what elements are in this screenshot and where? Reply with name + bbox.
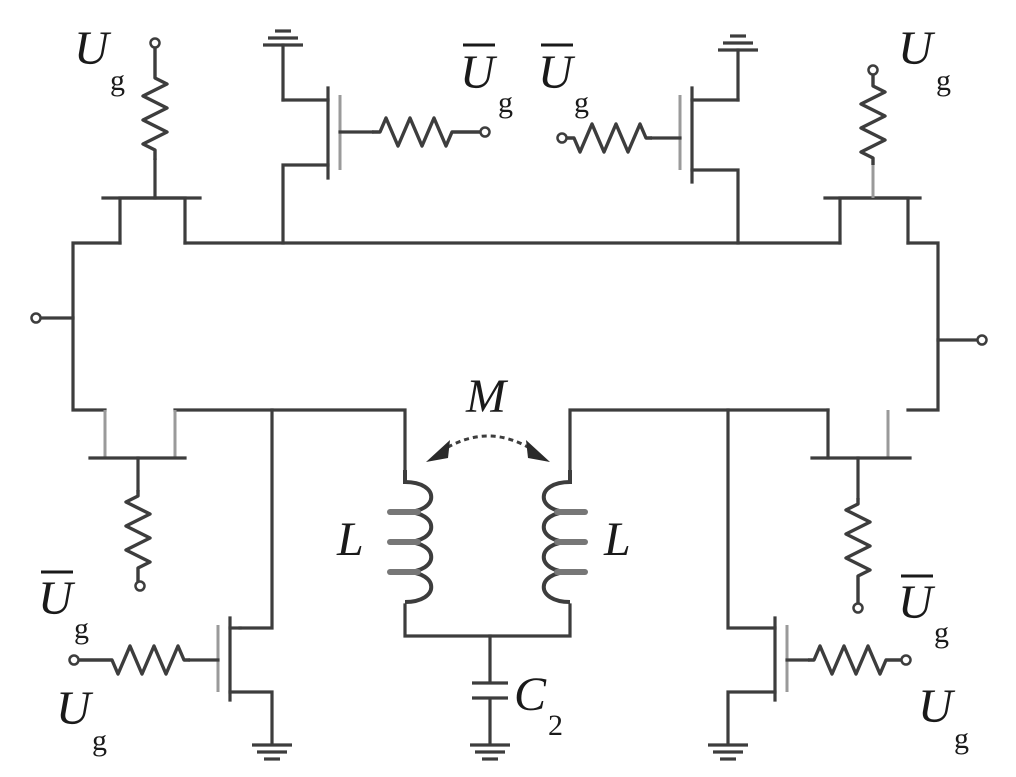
label-ug-top-right: U: [898, 22, 936, 75]
bottom-left-transmission-gate: [88, 410, 187, 592]
ug-terminal-bottom-right[interactable]: [900, 654, 912, 666]
ug-bar-terminal-bottom-left[interactable]: [134, 580, 146, 592]
label-ug-bar-bottom-right: U: [898, 576, 936, 629]
label-ug-bar-bottom-left: U: [38, 572, 76, 625]
label-ug-bar-sub: g: [574, 86, 589, 119]
ug-terminal-top-right[interactable]: [867, 64, 879, 76]
top-right-fet: [556, 34, 758, 245]
label-ug-bottom-right: U: [918, 680, 956, 733]
label-ug-bar-sub: g: [498, 86, 513, 119]
output-terminal[interactable]: [976, 334, 988, 346]
capacitor-c2: [470, 681, 510, 761]
input-terminal[interactable]: [30, 312, 42, 324]
ground-icon: [718, 34, 758, 52]
label-capacitor-sub: 2: [548, 709, 563, 742]
label-inductor-right: L: [603, 513, 631, 566]
label-ug-sub: g: [92, 724, 107, 757]
label-ug-bottom-left: U: [56, 682, 94, 735]
ground-icon: [470, 743, 510, 761]
right-inductor: [541, 470, 588, 604]
top-right-transmission-gate: [823, 64, 922, 245]
ug-bar-terminal-top-left[interactable]: [479, 126, 491, 138]
label-ug-bar-sub: g: [74, 612, 89, 645]
ug-terminal-top-left[interactable]: [149, 37, 161, 49]
bottom-right-fet: [708, 616, 912, 761]
label-ug-bar-top-left: U: [460, 46, 498, 99]
ground-icon: [708, 743, 748, 761]
ug-terminal-bottom-left[interactable]: [68, 654, 80, 666]
ground-icon: [252, 743, 292, 761]
bottom-left-fet: [68, 616, 292, 761]
label-inductor-left: L: [336, 513, 364, 566]
left-inductor: [387, 470, 434, 604]
label-ug-bar-sub: g: [934, 616, 949, 649]
main-wires: [38, 241, 980, 744]
label-ug-sub: g: [110, 64, 125, 97]
label-ug-top-left: U: [74, 22, 112, 75]
ground-icon: [263, 29, 303, 47]
label-ug-sub: g: [954, 722, 969, 755]
bottom-right-transmission-gate: [810, 408, 912, 614]
label-ug-sub: g: [936, 64, 951, 97]
mutual-coupling-arrow: [426, 434, 550, 462]
top-left-transmission-gate: [101, 37, 202, 245]
top-left-fet: [263, 29, 491, 245]
ug-bar-terminal-top-right[interactable]: [556, 132, 568, 144]
label-ug-bar-top-right: U: [538, 46, 576, 99]
ug-bar-terminal-bottom-right[interactable]: [852, 602, 864, 614]
label-mutual-inductance: M: [465, 370, 509, 423]
label-capacitor: C: [514, 668, 547, 721]
